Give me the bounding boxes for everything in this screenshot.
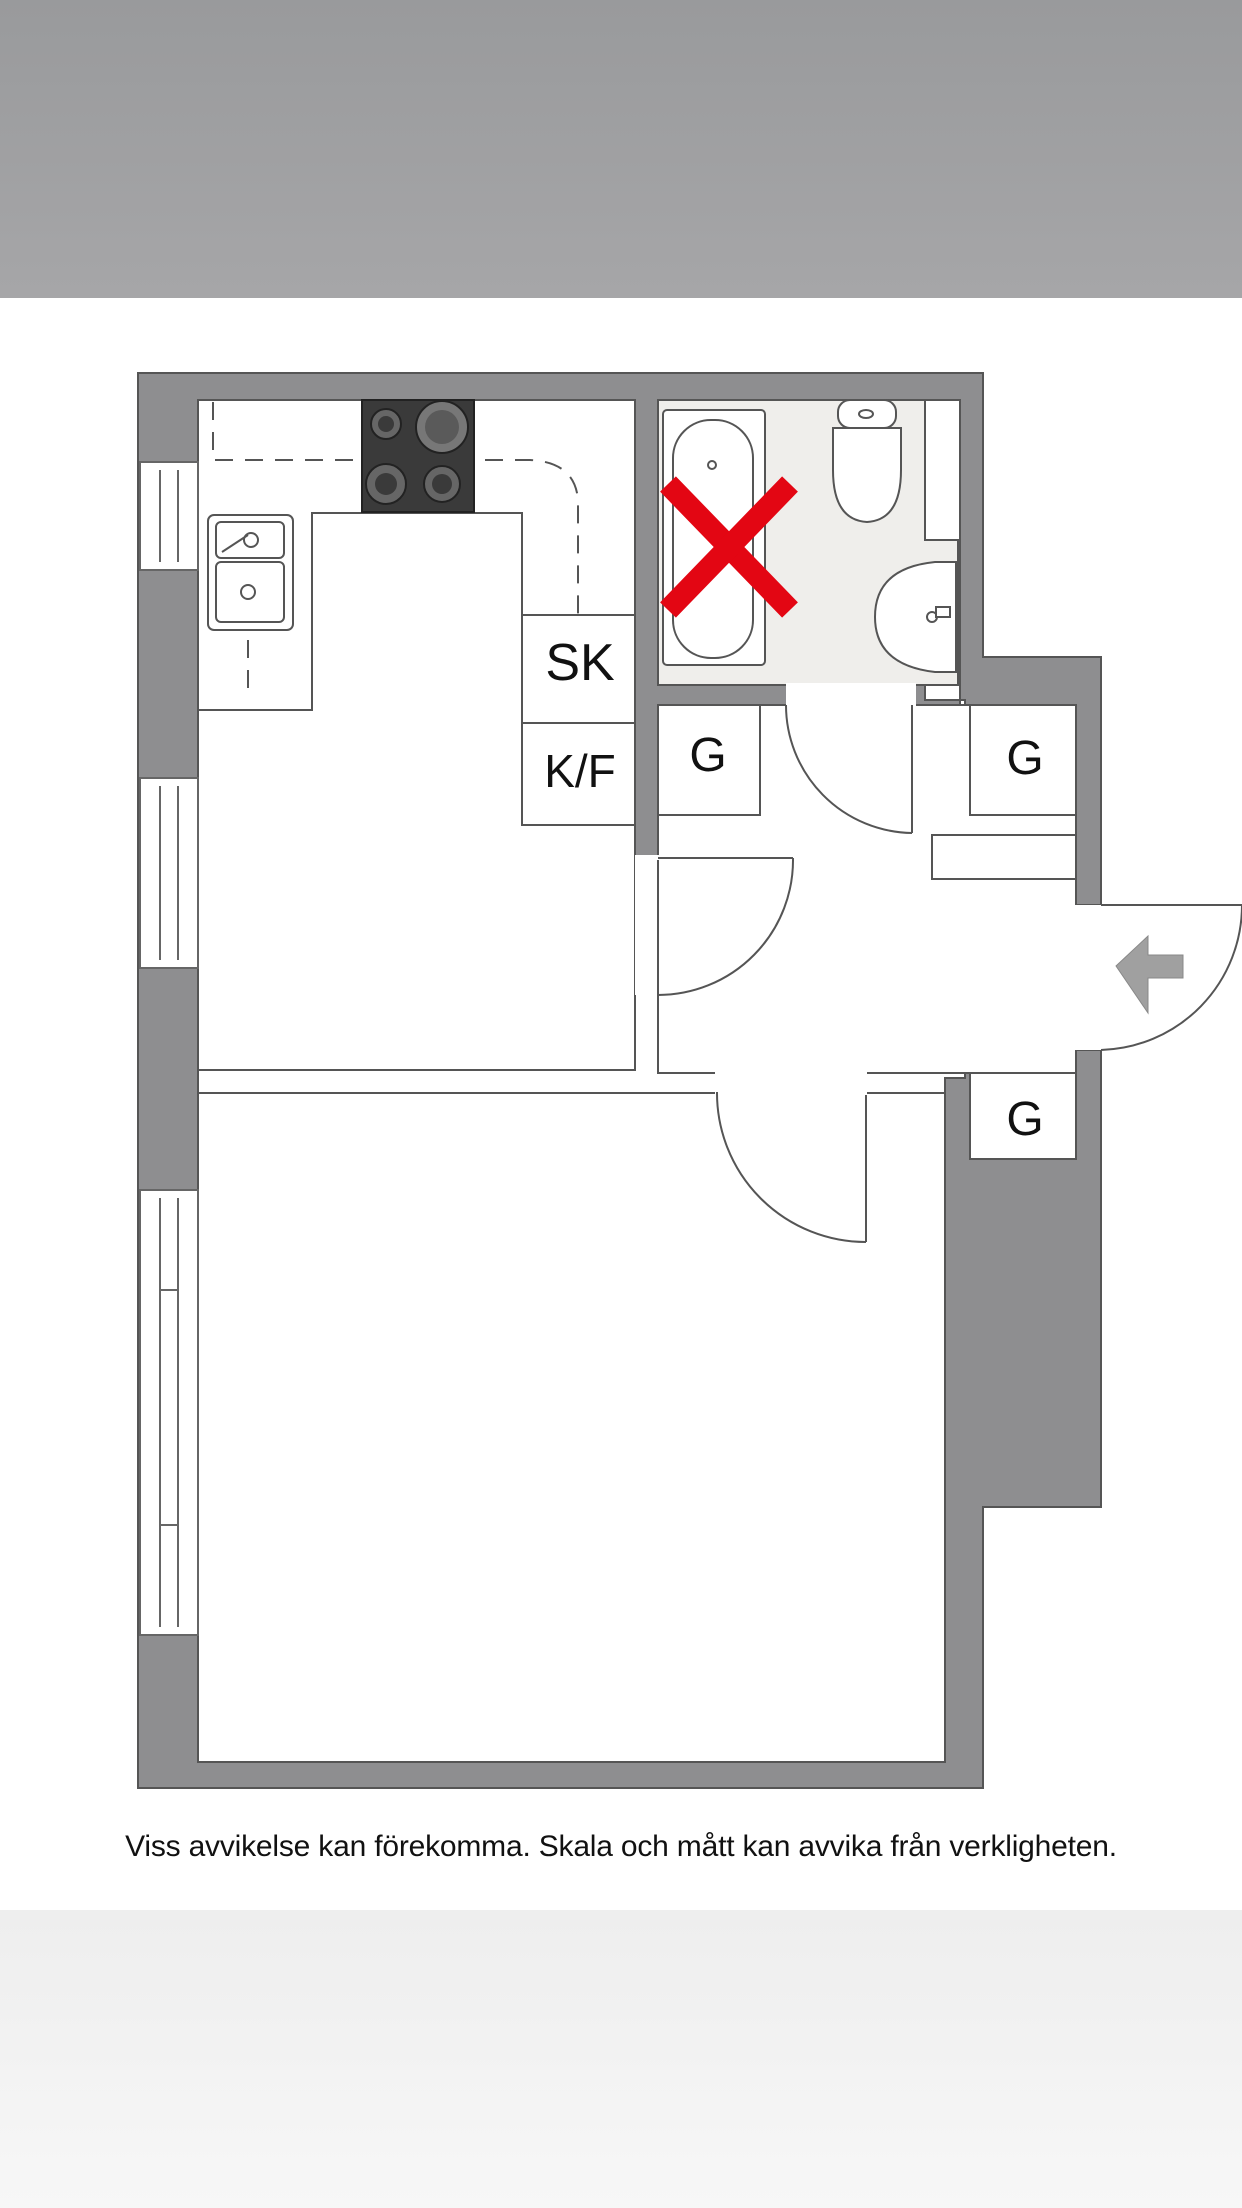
counter-dashed-line — [212, 402, 579, 615]
sk-cabinet — [521, 614, 636, 724]
sink-icon — [207, 514, 294, 631]
door-bathroom — [785, 704, 913, 834]
closet-bath-left — [657, 704, 761, 816]
door-openings — [635, 683, 1104, 1098]
closet-hall-bottom — [969, 1072, 1077, 1160]
kf-cabinet — [521, 722, 636, 826]
entrance-arrow-icon — [1115, 934, 1184, 1015]
bottom-gray-band — [0, 1910, 1242, 2208]
closet-hall-right — [969, 704, 1077, 816]
stove-icon — [361, 399, 475, 513]
hall-closets — [657, 704, 1077, 1160]
top-gray-band — [0, 0, 1242, 298]
door-kitchen — [657, 857, 795, 996]
disclaimer-text: Viss avvikelse kan förekomma. Skala och … — [125, 1830, 1117, 1863]
window-kitchen-middle — [139, 777, 199, 969]
bedroom-room — [197, 1092, 946, 1763]
label-sk: SK — [545, 634, 615, 692]
windows — [139, 461, 199, 1636]
window-bedroom — [139, 1189, 199, 1636]
toilet-icon — [832, 399, 902, 524]
window-kitchen-top — [139, 461, 199, 571]
label-kf: K/F — [544, 745, 616, 797]
kitchen-fittings — [198, 402, 636, 826]
label-g-hall-right: G — [1006, 732, 1043, 785]
door-entrance — [1100, 904, 1242, 1051]
label-g-bath-left: G — [689, 729, 726, 782]
doors — [657, 704, 1242, 1243]
door-bedroom — [715, 1091, 867, 1243]
cross-mark-icon — [660, 476, 798, 618]
shelf-hall-right — [931, 834, 1077, 880]
label-g-hall-bottom: G — [1006, 1093, 1043, 1146]
washbasin-icon — [873, 561, 957, 673]
